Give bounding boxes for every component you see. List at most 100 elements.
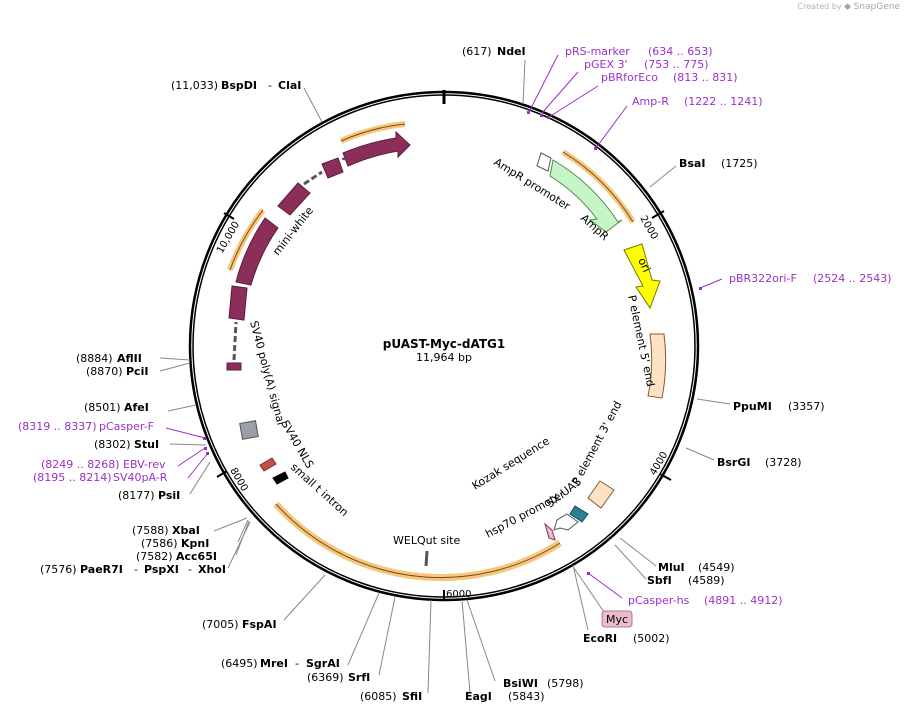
- enzyme-afei-pos: (8501): [84, 401, 121, 414]
- enzyme-srgai-dash: -: [295, 657, 299, 670]
- dATG1-orf-arc-line: [275, 503, 561, 578]
- myc-label: Myc: [606, 613, 628, 626]
- enzyme-pspxi[interactable]: PspXI: [144, 563, 179, 576]
- enzyme-paer7i[interactable]: PaeR7I: [80, 563, 123, 576]
- ampr-feature[interactable]: [549, 159, 623, 233]
- enzyme-bsiwi[interactable]: BsiWI: [503, 677, 538, 690]
- welqut-feature[interactable]: [424, 550, 429, 567]
- primer-ebv-rev[interactable]: EBV-rev: [123, 458, 166, 471]
- enzyme-stui-pos: (8302): [94, 438, 131, 451]
- enzyme-srfi[interactable]: SrfI: [348, 671, 370, 684]
- ampr-promoter-feature[interactable]: [536, 152, 552, 172]
- p-element-5-feature[interactable]: [647, 333, 667, 399]
- tick-4000: 4000: [648, 450, 670, 478]
- mini-white-exon-2[interactable]: [228, 285, 248, 321]
- enzyme-mlui[interactable]: MluI: [658, 561, 685, 574]
- tick-2000: 2000: [637, 214, 659, 242]
- enzyme-aflii-pos: (8884): [76, 352, 113, 365]
- tick-10000-mark: [223, 212, 235, 220]
- primer-amp-r[interactable]: Amp-R: [632, 95, 669, 108]
- enzyme-bspdi[interactable]: BspDI: [221, 79, 257, 92]
- tick-8000-mark: [216, 470, 228, 478]
- enzyme-ecori[interactable]: EcoRI: [583, 632, 617, 645]
- hsp70-label: hsp70 promoter: [483, 488, 567, 541]
- sv40-polya-label: SV40 poly(A) signal: [247, 319, 287, 426]
- enzyme-bsrgi-pos: (3728): [765, 456, 802, 469]
- enzyme-xbai[interactable]: XbaI: [172, 524, 200, 537]
- small-t-intron-feature[interactable]: [272, 471, 289, 485]
- enzyme-acc65i[interactable]: Acc65I: [176, 550, 217, 563]
- enzyme-pspxi-dash: -: [188, 563, 192, 576]
- enzyme-eagi-pos: (5843): [508, 690, 545, 703]
- sv40-polya-feature[interactable]: [239, 420, 259, 440]
- mini-white-exon-4[interactable]: [277, 182, 311, 216]
- primer-pcasper-f[interactable]: pCasper-F: [99, 420, 154, 433]
- enzyme-ppumi[interactable]: PpuMI: [733, 400, 772, 413]
- primer-pcasper-f-range: (8319 .. 8337): [18, 420, 97, 433]
- mini-white-exon-3[interactable]: [235, 217, 279, 286]
- enzyme-stui[interactable]: StuI: [134, 438, 159, 451]
- enzyme-ndei-pos: (617): [462, 45, 492, 58]
- enzyme-aflii[interactable]: AflII: [117, 352, 142, 365]
- enzyme-pcii[interactable]: PciI: [126, 365, 148, 378]
- p-element-3-feature[interactable]: [587, 480, 615, 509]
- enzyme-clai[interactable]: ClaI: [278, 79, 301, 92]
- enzyme-bspdi-pos: (11,033): [171, 79, 218, 92]
- enzyme-srfi-pos: (6369): [307, 671, 344, 684]
- enzyme-srgai-pos: (6495): [221, 657, 258, 670]
- enzyme-xhoi[interactable]: XhoI: [198, 563, 226, 576]
- enzyme-psii[interactable]: PsiI: [158, 489, 180, 502]
- enzyme-psii-pos: (8177): [118, 489, 155, 502]
- enzyme-sfii-pos: (6085): [360, 690, 397, 703]
- enzyme-lines: [159, 59, 731, 694]
- white-orf-arc-2-line: [229, 209, 264, 271]
- enzyme-eagi[interactable]: EagI: [465, 690, 492, 703]
- enzyme-bsiwi-pos: (5798): [547, 677, 584, 690]
- p3-label: P element 3' end: [569, 399, 624, 487]
- enzyme-ecori-pos: (5002): [633, 632, 670, 645]
- snapgene-credit: Created by ◆ SnapGene: [798, 2, 900, 12]
- primer-pgex3[interactable]: pGEX 3': [584, 58, 628, 71]
- enzyme-afei[interactable]: AfeI: [124, 401, 149, 414]
- mini-white-exon-6[interactable]: [342, 130, 411, 167]
- uas-feature[interactable]: [569, 505, 589, 523]
- enzyme-srgai-2[interactable]: SgrAI: [306, 657, 340, 670]
- credit-text: Created by: [797, 2, 842, 11]
- enzyme-sfii[interactable]: SfiI: [402, 690, 422, 703]
- sv40-nls-feature[interactable]: [259, 457, 277, 472]
- primer-pbrforeco[interactable]: pBRforEco: [601, 71, 658, 84]
- enzyme-sbfi-pos: (4589): [688, 574, 725, 587]
- myc-badge[interactable]: [601, 610, 633, 628]
- primer-pbr322ori-f[interactable]: pBR322ori-F: [729, 272, 797, 285]
- primer-amp-r-range: (1222 .. 1241): [684, 95, 763, 108]
- kozak-feature[interactable]: [544, 522, 556, 541]
- primer-pbrforeco-range: (813 .. 831): [673, 71, 738, 84]
- primer-ebv-rev-range: (8249 .. 8268): [41, 458, 120, 471]
- mini-white-exon-5[interactable]: [321, 157, 344, 179]
- enzyme-ndei[interactable]: NdeI: [497, 45, 526, 58]
- tick-2000-mark: [651, 210, 665, 219]
- tick-6000: 6000: [446, 589, 471, 600]
- ori-feature[interactable]: [623, 243, 661, 310]
- primer-prs-marker[interactable]: pRS-marker: [565, 45, 630, 58]
- ori-label: ori: [635, 256, 653, 274]
- primer-pcasper-hs[interactable]: pCasper-hs: [628, 594, 690, 607]
- primer-sv40pa-r[interactable]: SV40pA-R: [113, 471, 168, 484]
- primer-sv40pa-r-range: (8195 .. 8214): [33, 471, 112, 484]
- mini-white-intron-1: [232, 321, 238, 361]
- primer-prs-marker-range: (634 .. 653): [648, 45, 713, 58]
- ampr-orf-arc-line: [562, 151, 634, 223]
- plasmid-length: 11,964 bp: [416, 351, 472, 364]
- myc-leader: [573, 567, 605, 613]
- hsp70-promoter-feature[interactable]: [553, 513, 579, 531]
- mini-white-exon-1[interactable]: [226, 362, 242, 371]
- enzyme-fspai[interactable]: FspAI: [242, 618, 277, 631]
- primer-marks: [165, 54, 723, 599]
- enzyme-srgai[interactable]: MreI: [260, 657, 288, 670]
- enzyme-sbfi[interactable]: SbfI: [647, 574, 672, 587]
- enzyme-bsrgi[interactable]: BsrGI: [717, 456, 750, 469]
- enzyme-acc65i-pos: (7582): [136, 550, 173, 563]
- credit-brand: SnapGene: [853, 2, 900, 12]
- enzyme-kpni[interactable]: KpnI: [181, 537, 209, 550]
- enzyme-bsai[interactable]: BsaI: [679, 157, 705, 170]
